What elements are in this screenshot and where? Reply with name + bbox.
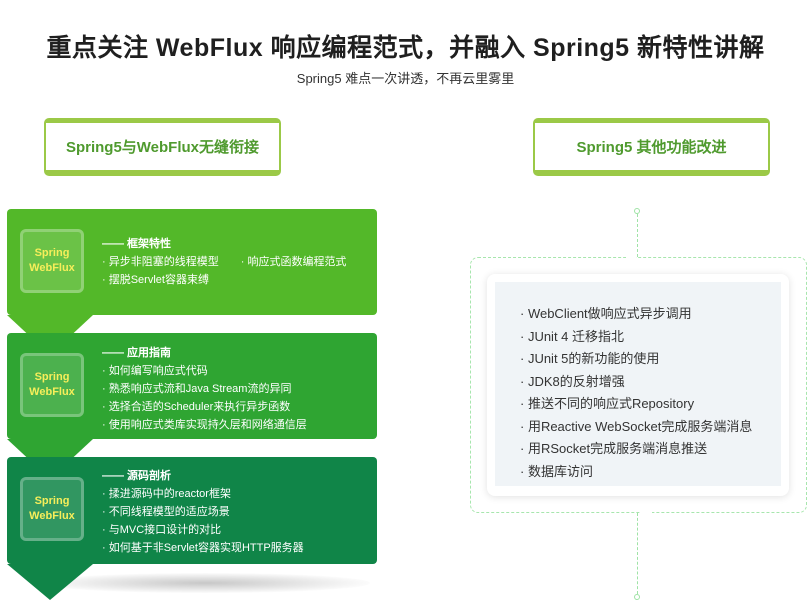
badge-line-1: Spring: [34, 495, 70, 507]
list-item: · 响应式函数编程范式: [240, 256, 347, 268]
list-item: · 如何编写响应式代码: [102, 365, 208, 377]
list-item: · 推送不同的响应式Repository: [520, 396, 695, 411]
section-tab-other-features: Spring5 其他功能改进: [533, 118, 770, 176]
connector-dot-icon: [634, 594, 640, 600]
page-subtitle: Spring5 难点一次讲透，不再云里雾里: [296, 71, 515, 86]
list-item: · 熟悉响应式流和Java Stream流的异同: [102, 383, 292, 395]
frame-gap: [640, 511, 652, 515]
section-tab-webflux: Spring5与WebFlux无缝衔接: [44, 118, 281, 176]
list-row: · 异步非阻塞的线程模型 · 响应式函数编程范式: [102, 253, 346, 271]
page-title: 重点关注 WebFlux 响应编程范式，并融入 Spring5 新特性讲解: [46, 34, 765, 62]
list-item: · WebClient做响应式异步调用: [520, 306, 692, 321]
feature-block-source: Spring WebFlux —— 源码剖析 · 揉进源码中的reactor框架…: [7, 457, 377, 564]
badge-line-1: Spring: [34, 371, 70, 383]
badge-line-2: WebFlux: [29, 510, 75, 522]
card-inner: · WebClient做响应式异步调用 · JUnit 4 迁移指北 · JUn…: [495, 282, 781, 486]
section-tab-label: Spring5 其他功能改进: [576, 139, 727, 156]
list-item: · JUnit 4 迁移指北: [520, 328, 625, 344]
connector-dot-icon: [634, 208, 640, 214]
block-heading: —— 源码剖析: [102, 470, 172, 482]
connector-line: [637, 513, 638, 594]
block-heading: —— 框架特性: [102, 238, 172, 250]
bottom-shadow: [40, 573, 370, 593]
block-content: —— 应用指南 · 如何编写响应式代码 · 熟悉响应式流和Java Stream…: [102, 344, 307, 434]
list-row: · 摆脱Servlet容器束缚: [102, 271, 346, 289]
feature-block-framework: Spring WebFlux —— 框架特性 · 异步非阻塞的线程模型 · 响应…: [7, 209, 377, 315]
list-item: · 揉进源码中的reactor框架: [102, 488, 231, 500]
connector-line: [637, 214, 638, 257]
badge-line-1: Spring: [34, 247, 70, 259]
section-tab-label: Spring5与WebFlux无缝衔接: [65, 139, 260, 156]
badge-line-2: WebFlux: [29, 262, 75, 274]
list-item: · 用RSocket完成服务端消息推送: [520, 441, 708, 456]
list-item: · 使用响应式类库实现持久层和网络通信层: [102, 419, 307, 431]
down-arrow-icon: [7, 564, 93, 600]
list-item: · 数据库访问: [520, 463, 593, 479]
list-item: · 异步非阻塞的线程模型: [102, 256, 219, 268]
spring-webflux-badge: Spring WebFlux: [20, 477, 84, 541]
block-content: —— 框架特性 · 异步非阻塞的线程模型 · 响应式函数编程范式 · 摆脱Ser…: [102, 235, 346, 289]
badge-line-2: WebFlux: [29, 386, 75, 398]
feature-list: · WebClient做响应式异步调用 · JUnit 4 迁移指北 · JUn…: [520, 303, 752, 483]
list-item: · JDK8的反射增强: [520, 373, 625, 389]
other-features-card: · WebClient做响应式异步调用 · JUnit 4 迁移指北 · JUn…: [487, 274, 789, 496]
list-item: · 不同线程模型的适应场景: [102, 506, 230, 518]
list-item: · 如何基于非Servlet容器实现HTTP服务器: [102, 542, 304, 554]
block-heading: —— 应用指南: [102, 347, 172, 359]
block-content: —— 源码剖析 · 揉进源码中的reactor框架 · 不同线程模型的适应场景 …: [102, 467, 304, 557]
list-item: · 与MVC接口设计的对比: [102, 524, 222, 536]
dashed-frame: [470, 257, 807, 513]
list-item: · 选择合适的Scheduler来执行异步函数: [102, 401, 291, 413]
frame-gap: [626, 255, 636, 259]
spring-webflux-badge: Spring WebFlux: [20, 229, 84, 293]
spring-webflux-badge: Spring WebFlux: [20, 353, 84, 417]
list-item: · JUnit 5的新功能的使用: [520, 351, 660, 366]
feature-block-guide: Spring WebFlux —— 应用指南 · 如何编写响应式代码 · 熟悉响…: [7, 333, 377, 439]
list-item: · 摆脱Servlet容器束缚: [102, 274, 209, 286]
list-item: · 用Reactive WebSocket完成服务端消息: [520, 418, 753, 434]
